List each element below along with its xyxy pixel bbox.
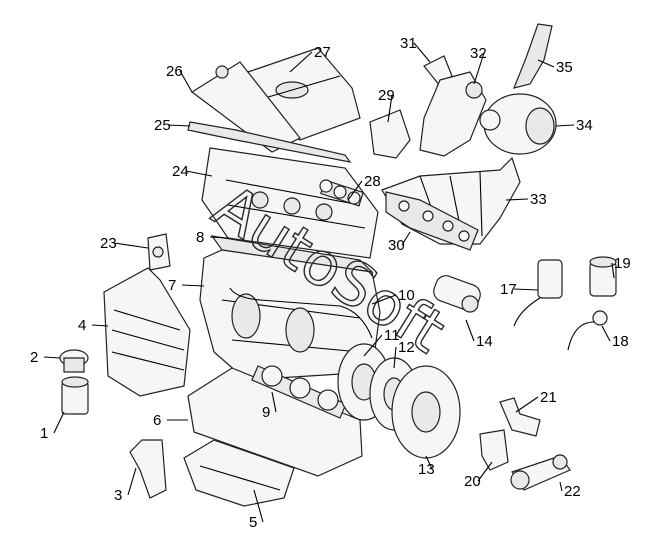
leader-line-12	[393, 346, 397, 369]
leader-line-32	[473, 52, 485, 85]
callout-pressure-plate: 13	[418, 461, 435, 478]
engine-mount-23-drawing	[147, 233, 171, 271]
callout-starter: 14	[476, 333, 493, 350]
callout-manifold-gasket: 30	[388, 237, 405, 254]
callout-exhaust-manifold: 33	[530, 191, 547, 208]
engine-block-drawing	[199, 249, 381, 381]
callout-camshaft: 28	[364, 173, 381, 190]
leader-line-14	[465, 319, 475, 342]
leader-line-5	[253, 489, 264, 523]
leader-line-21	[515, 396, 539, 413]
callout-support-bracket: 35	[556, 59, 573, 76]
leader-line-2	[43, 356, 61, 359]
leader-line-31	[413, 42, 431, 63]
callout-heat-shield-29: 29	[378, 87, 395, 104]
leader-line-18	[601, 325, 611, 342]
leader-line-1	[53, 411, 65, 434]
callout-torque-rod: 22	[564, 483, 581, 500]
manifold-gasket-drawing	[385, 191, 479, 251]
pressure-plate-drawing	[391, 365, 461, 459]
callouts: 1234567891011121314171819202122232425262…	[30, 35, 631, 531]
sensor-19-drawing	[589, 256, 617, 297]
leader-line-23	[113, 242, 149, 249]
turbocharger-drawing	[479, 93, 557, 155]
callout-valve-cover: 26	[166, 63, 183, 80]
callout-sensor-19: 19	[614, 255, 631, 272]
leader-line-29	[387, 94, 393, 123]
leader-line-17	[513, 288, 539, 291]
callout-oil-pump-pickup: 3	[114, 487, 122, 504]
leader-line-35	[537, 59, 555, 68]
leader-line-26	[179, 70, 193, 93]
callout-engine-side-shield: 4	[78, 317, 86, 334]
dipstick-tube-drawing	[229, 287, 373, 339]
leader-line-19	[611, 262, 615, 279]
oil-filter-drawing	[61, 376, 89, 415]
side-shield-drawing	[103, 267, 191, 397]
leader-line-3	[127, 467, 137, 496]
leader-line-8	[209, 236, 229, 239]
leader-line-4	[91, 324, 109, 327]
baffle-drawing	[187, 367, 363, 477]
callout-engine-block: 7	[168, 277, 176, 294]
pickup-drawing	[129, 439, 167, 499]
camshaft-drawing	[319, 179, 364, 207]
callout-clutch-disc: 12	[398, 339, 415, 356]
callout-oil-pan-baffle: 6	[153, 412, 161, 429]
leader-line-10	[371, 294, 397, 305]
callout-engine-mount-23: 23	[100, 235, 117, 252]
sensor-18-drawing	[567, 310, 608, 351]
callout-engine-mount-bracket-21: 21	[540, 389, 557, 406]
leader-line-13	[425, 455, 433, 470]
torque-rod-drawing	[510, 454, 571, 491]
leader-line-24	[185, 170, 213, 177]
leader-line-27	[289, 51, 313, 73]
leader-line-20	[477, 461, 493, 482]
leader-line-22	[559, 481, 563, 492]
cylinder-head-drawing	[201, 147, 379, 259]
callout-sensor-17: 17	[500, 281, 517, 298]
leader-line-28	[347, 180, 363, 201]
callout-cylinder-head: 24	[172, 163, 189, 180]
callout-engine-mount-bracket-20: 20	[464, 473, 481, 490]
callout-heat-shield-31: 31	[400, 35, 417, 52]
callout-dipstick-tube: 10	[398, 287, 415, 304]
valve-cover-gasket-drawing	[187, 121, 352, 163]
sensor-17-drawing	[513, 259, 563, 327]
callout-turbocharger: 34	[576, 117, 593, 134]
callout-oil-filter-housing: 2	[30, 349, 38, 366]
catalytic-converter-drawing	[419, 71, 487, 157]
leader-line-30	[401, 231, 411, 246]
leader-line-33	[505, 198, 529, 201]
callout-sensor-18: 18	[612, 333, 629, 350]
callout-crankshaft: 9	[262, 404, 270, 421]
mount-bracket-21-drawing	[499, 397, 541, 437]
callout-flywheel: 11	[384, 327, 400, 344]
leader-line-25	[167, 124, 191, 127]
support-bracket-drawing	[513, 23, 553, 89]
callout-head-gasket: 8	[196, 229, 204, 246]
callout-oil-pan: 5	[249, 514, 257, 531]
oil-pan-drawing	[183, 439, 295, 507]
leader-line-9	[271, 391, 277, 413]
leader-line-11	[363, 334, 383, 357]
crankshaft-drawing	[251, 365, 347, 419]
mount-bracket-20-drawing	[479, 429, 509, 471]
callout-engine-cover: 27	[314, 44, 331, 61]
starter-drawing	[433, 275, 481, 313]
callout-oil-filter: 1	[40, 425, 48, 442]
leader-line-34	[555, 124, 575, 127]
callout-catalytic-converter: 32	[470, 45, 487, 62]
filter-housing-drawing	[59, 349, 89, 373]
heat-shield-29-drawing	[369, 109, 411, 159]
callout-valve-cover-gasket: 25	[154, 117, 171, 134]
leader-line-7	[181, 284, 205, 287]
